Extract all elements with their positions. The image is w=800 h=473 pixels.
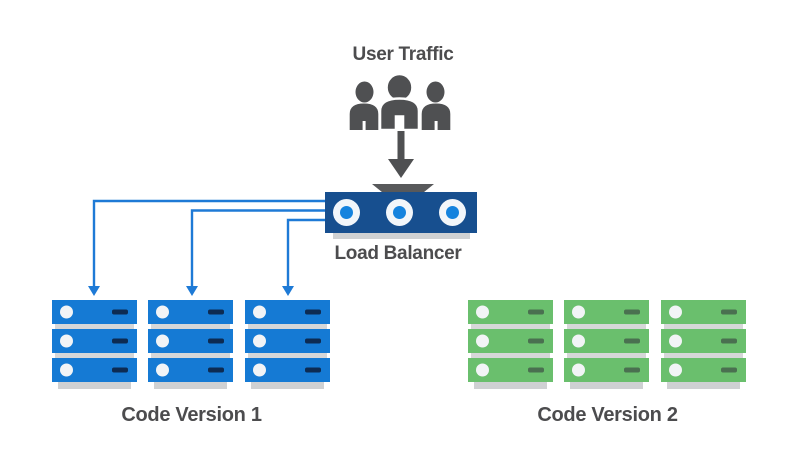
server-stack — [661, 300, 746, 389]
server-unit — [564, 358, 649, 382]
server-unit — [468, 329, 553, 353]
down-arrow-icon — [388, 131, 414, 178]
cluster-code-version-2: Code Version 2 — [468, 300, 747, 435]
load-balancer-port-icon — [386, 199, 413, 226]
arrowhead-2 — [186, 286, 198, 296]
user-group-icon — [349, 72, 451, 130]
link-to-stack-2 — [190, 209, 325, 287]
server-stack — [52, 300, 137, 389]
stack-shadow — [154, 382, 227, 389]
server-unit — [52, 358, 137, 382]
server-unit — [245, 329, 330, 353]
server-unit — [52, 300, 137, 324]
stack-shadow — [58, 382, 131, 389]
link-to-stack-1 — [92, 199, 325, 287]
server-unit — [661, 358, 746, 382]
server-unit — [468, 358, 553, 382]
server-unit — [564, 329, 649, 353]
server-unit — [661, 329, 746, 353]
load-balancer-label: Load Balancer — [334, 243, 462, 264]
arrowhead-1 — [88, 286, 100, 296]
load-balancer-box — [325, 192, 477, 233]
server-stack — [148, 300, 233, 389]
server-stack — [564, 300, 649, 389]
cluster-1-label: Code Version 1 — [121, 404, 262, 426]
server-stack — [245, 300, 330, 389]
server-unit — [245, 358, 330, 382]
stack-shadow — [251, 382, 324, 389]
server-unit — [148, 300, 233, 324]
user-traffic-label: User Traffic — [352, 44, 454, 65]
server-unit — [148, 329, 233, 353]
stack-shadow — [474, 382, 547, 389]
server-unit — [661, 300, 746, 324]
load-balancer-funnel — [372, 184, 434, 192]
stack-shadow — [667, 382, 740, 389]
load-balancer-port-icon — [333, 199, 360, 226]
link-to-stack-3 — [286, 218, 325, 287]
server-unit — [52, 329, 137, 353]
arrowhead-3 — [282, 286, 294, 296]
server-unit — [564, 300, 649, 324]
server-stack — [468, 300, 553, 389]
server-unit — [148, 358, 233, 382]
server-unit — [468, 300, 553, 324]
load-balancer-shadow — [333, 233, 470, 239]
cluster-2-label: Code Version 2 — [537, 404, 678, 426]
cluster-code-version-1: Code Version 1 — [52, 300, 331, 435]
stack-shadow — [570, 382, 643, 389]
server-unit — [245, 300, 330, 324]
load-balancer-port-icon — [439, 199, 466, 226]
